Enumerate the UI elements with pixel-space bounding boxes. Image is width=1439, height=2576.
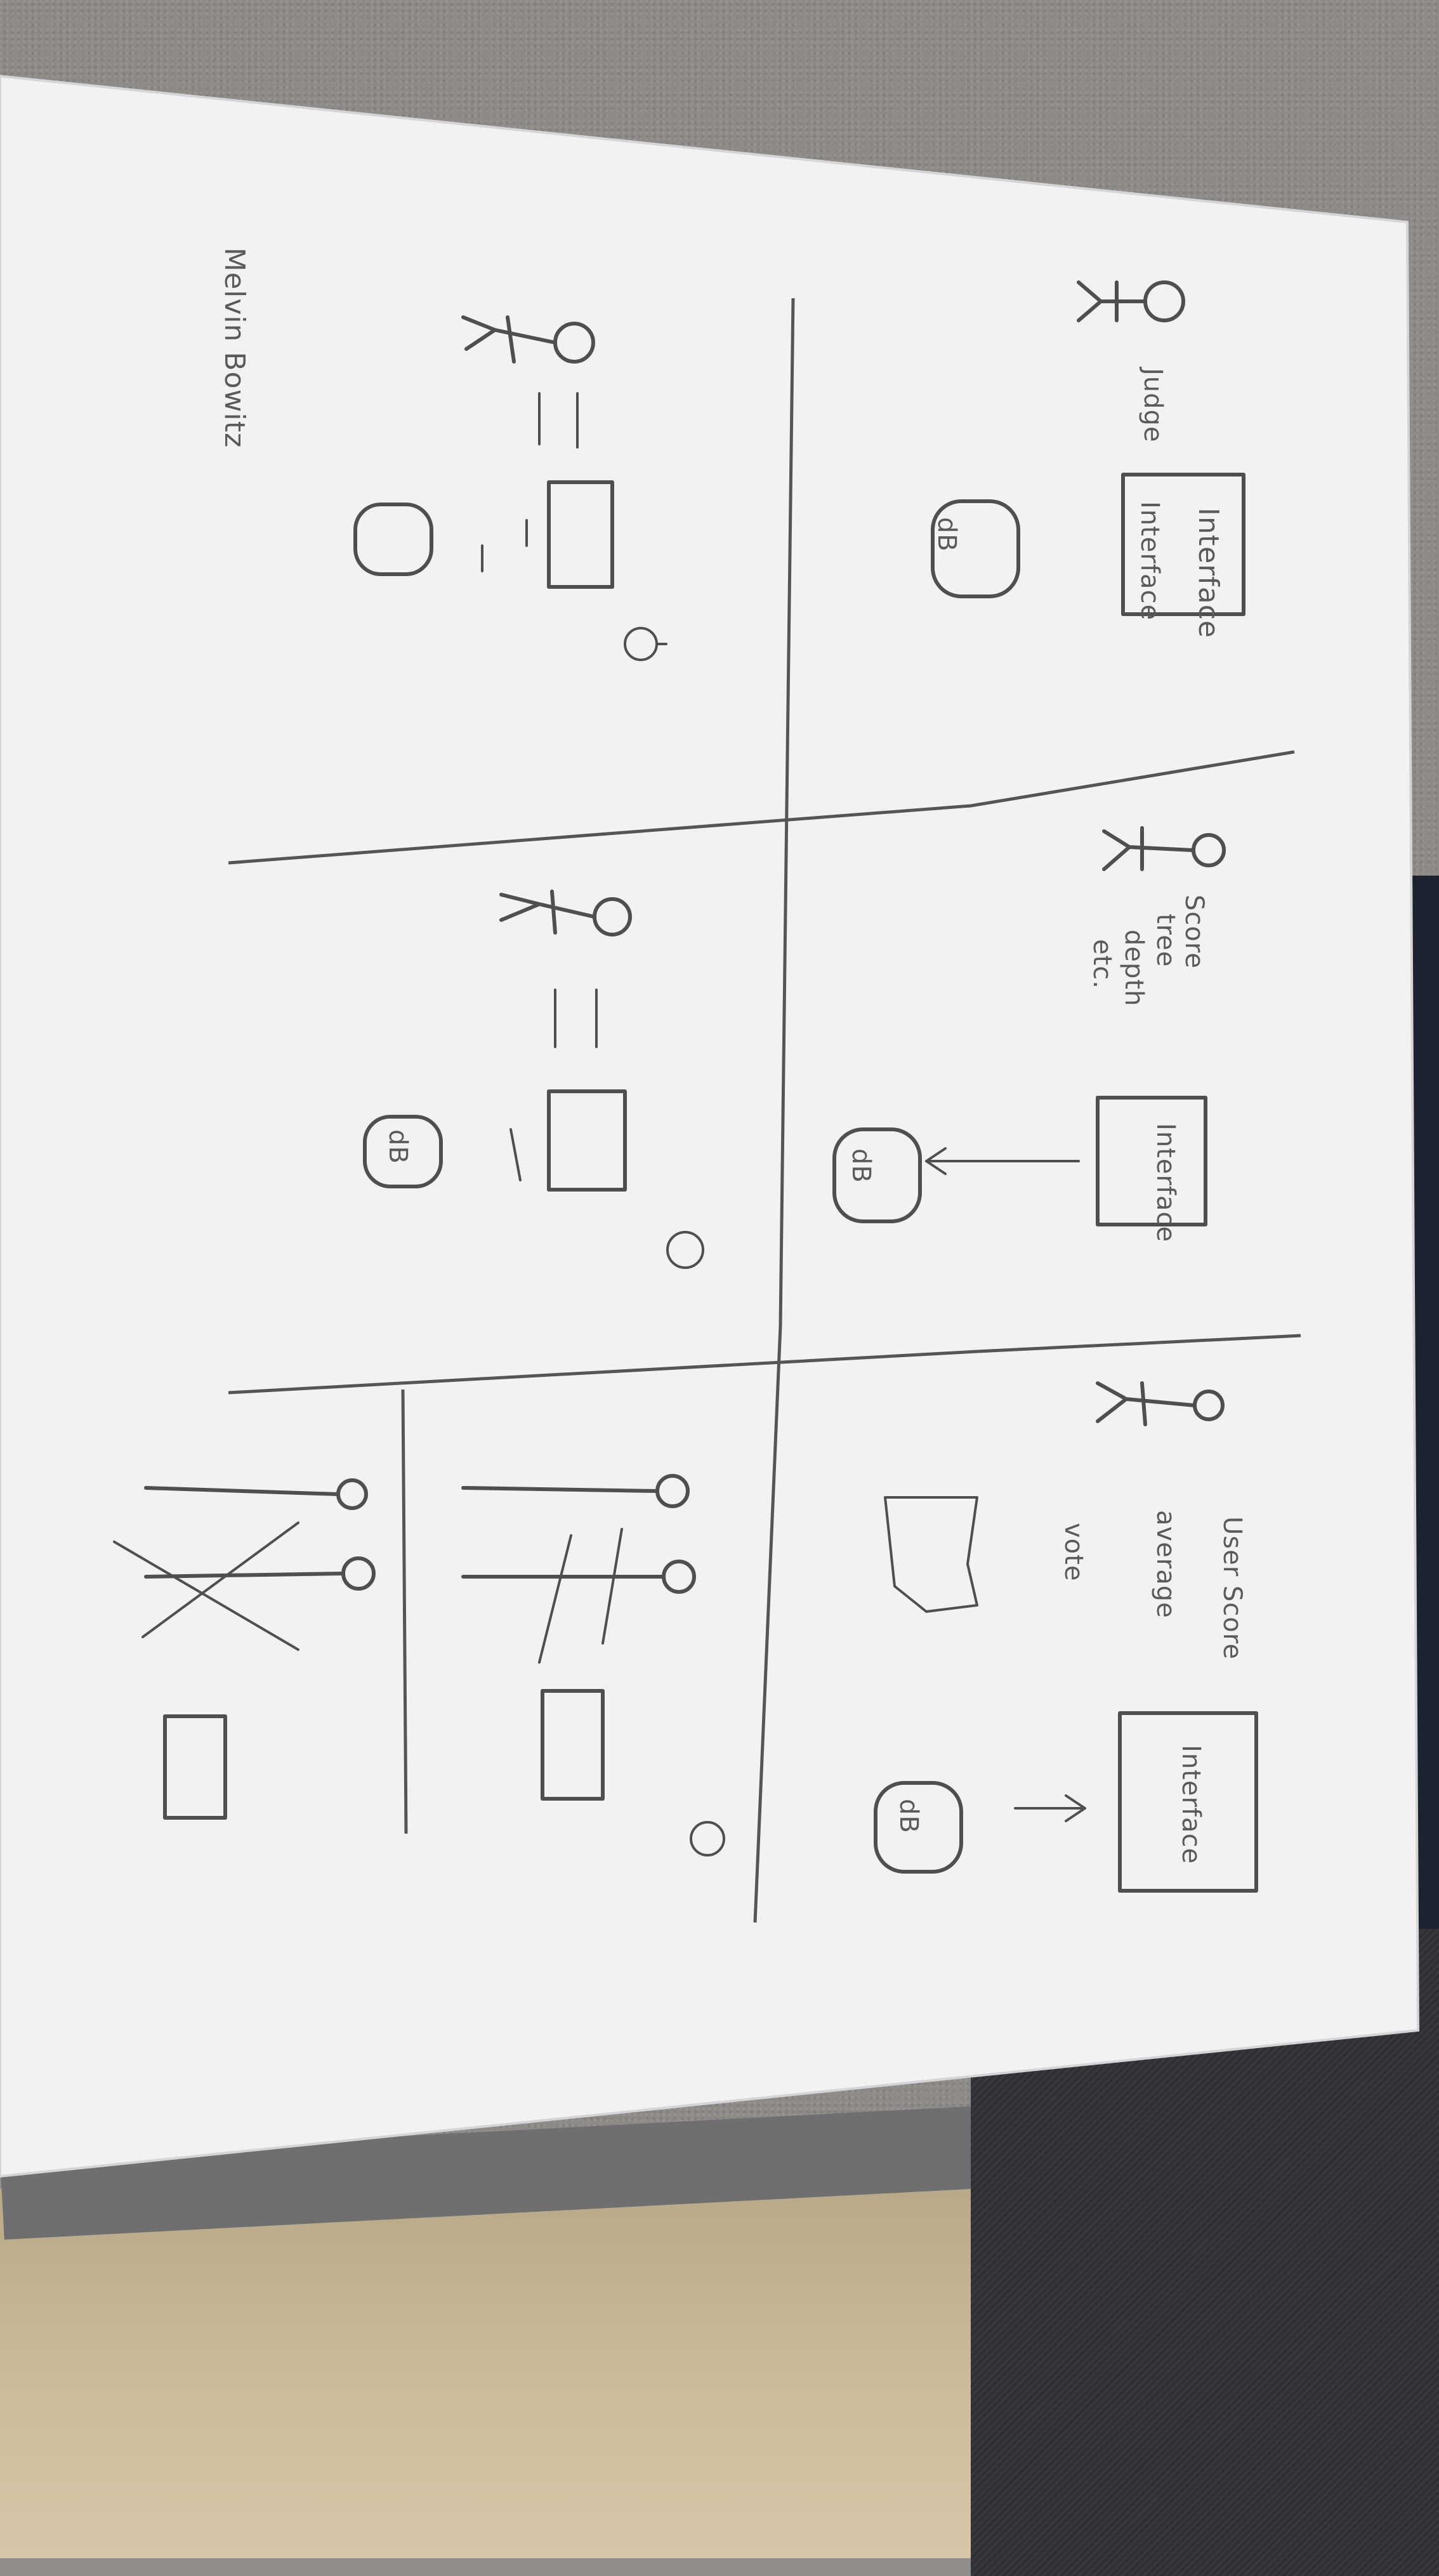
- feedback-path-icon: [884, 1496, 978, 1613]
- panel-3-db-label: dB: [846, 1148, 876, 1183]
- panel-5-db-label: dB: [894, 1799, 923, 1834]
- stick-figure-icon: [461, 315, 557, 364]
- panel-5-vote-label: vote: [1059, 1523, 1088, 1582]
- center-divider-line: [753, 298, 795, 1923]
- stopwatch-icon: [666, 1231, 704, 1269]
- crossed-out-flow-arrows: [509, 989, 598, 1181]
- panel-3-score-label: Score: [1179, 895, 1209, 969]
- arrows-icon: [538, 1528, 623, 1664]
- panel-1-interface-label: Interface: [1192, 508, 1225, 638]
- dashed-flow-arrows: [481, 392, 579, 572]
- database-cylinder-icon: [931, 499, 1020, 598]
- panel-3-tree-label: tree: [1151, 914, 1180, 968]
- panel-1-sketch: [353, 280, 1245, 661]
- panel-3-etc-label: etc.: [1087, 939, 1117, 989]
- stick-figure-icon: [1102, 826, 1195, 871]
- panel-5-sketch: [874, 1381, 1258, 1893]
- two-stick-figures-icon: [461, 1486, 665, 1579]
- stick-figure-icon: [1096, 1381, 1196, 1426]
- stopwatch-icon: [690, 1821, 725, 1856]
- interface-box-icon: [1121, 473, 1245, 616]
- panel-3-sketch: [832, 826, 1226, 1226]
- interface-box-icon: [1118, 1711, 1258, 1893]
- db-interface-arrow-icon: [1014, 1794, 1086, 1822]
- panel-4-sketch: [461, 1474, 725, 1856]
- panel-5-average-label: average: [1151, 1510, 1180, 1619]
- two-stick-figures-icon: [144, 1486, 345, 1579]
- panel-5-interface-label: Interface: [1176, 1745, 1206, 1865]
- upper-horizontal-divider: [228, 750, 1295, 865]
- interface-box-icon: [163, 1714, 227, 1820]
- panel-2-db-label: dB: [383, 1129, 412, 1164]
- interface-to-db-arrow-icon: [925, 1147, 1080, 1175]
- panel-3-interface-label: Interface: [1151, 1123, 1180, 1243]
- author-name: Melvin Bowitz: [218, 247, 251, 449]
- database-icon: [353, 503, 433, 576]
- panel-2-sketch: [363, 890, 704, 1269]
- x-marks-icon: [113, 1521, 299, 1651]
- interface-box-icon: [1096, 1096, 1207, 1226]
- database-cylinder-icon: [874, 1781, 963, 1874]
- panel-5-user-score-label: User Score: [1218, 1516, 1247, 1660]
- interface-box-icon: [547, 1089, 627, 1192]
- bottom-left-split-line: [401, 1389, 408, 1834]
- database-cylinder-icon: [832, 1127, 922, 1223]
- panel-6-sketch: [113, 1478, 376, 1820]
- panel-1-actor-label: Judge: [1138, 368, 1167, 443]
- stick-figure-icon: [499, 890, 596, 935]
- small-interface-box-icon: [547, 480, 614, 589]
- panel-1-db-label: dB: [932, 517, 961, 552]
- panel-1-interface-inner-label: Interface: [1135, 501, 1164, 621]
- database-icon: [363, 1115, 443, 1188]
- judge-stick-figure-icon: [1077, 280, 1147, 322]
- panel-3-depth-label: depth: [1119, 930, 1148, 1007]
- interface-box-icon: [541, 1689, 605, 1801]
- lower-horizontal-divider: [228, 1334, 1301, 1395]
